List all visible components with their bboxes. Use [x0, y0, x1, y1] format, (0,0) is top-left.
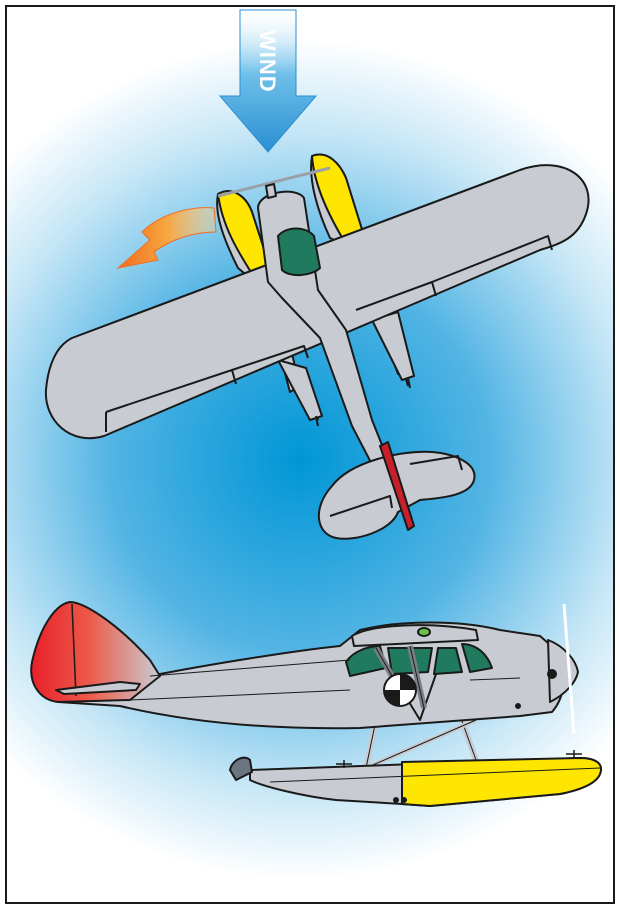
window-front	[434, 648, 462, 674]
canopy-top	[278, 229, 320, 276]
wind-label: WIND	[255, 30, 280, 93]
center-of-gravity-icon	[384, 674, 416, 706]
